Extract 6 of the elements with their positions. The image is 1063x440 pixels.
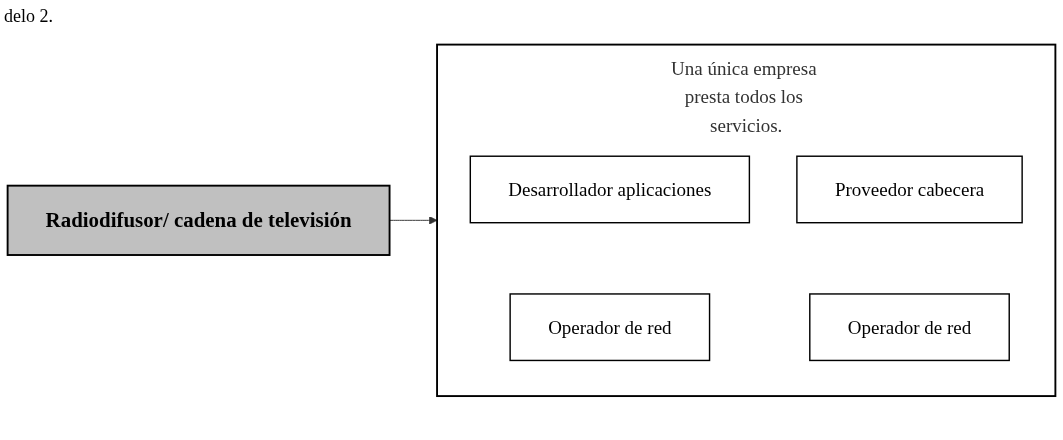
node-box: Operador de red [809,292,1010,361]
caption-text: delo 2. [4,6,53,27]
node-box: Desarrollador aplicaciones [469,155,751,224]
node-box: Radiodifusor/ cadena de televisión [6,184,391,256]
node-box: Operador de red [509,292,711,361]
node-box: Proveedor cabecera [796,155,1023,224]
